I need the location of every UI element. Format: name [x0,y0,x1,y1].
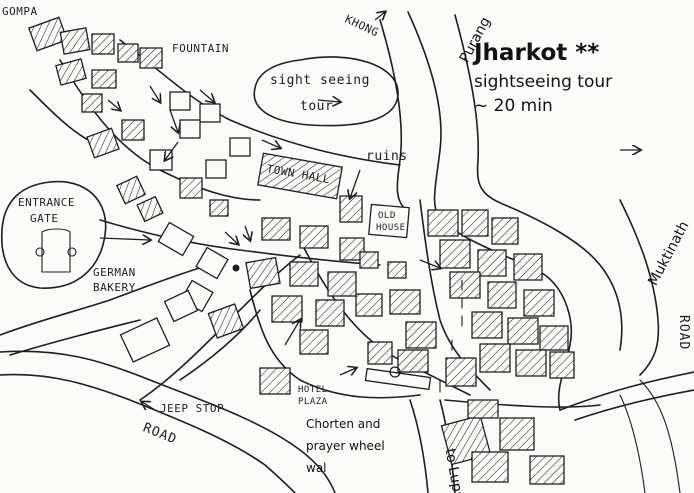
entrance-label-line1: ENTRANCE [18,196,75,209]
hotel-plaza-line2: PLAZA [298,397,328,407]
entrance-gate-circle [0,180,107,289]
german-bakery-line1: GERMAN [93,266,136,279]
subtitle-line1: sightseeing tour [474,72,612,92]
hotel-plaza-line1: HOTEL [298,385,328,395]
path-dashes [439,279,463,393]
chorten-label-line1: Chorten and [306,417,380,431]
map-title: Jharkot ** [472,40,599,66]
sightseeing-bubble [253,56,399,127]
ruins-label: ruins [366,149,408,164]
subtitle-line2: ~ 20 min [474,96,553,116]
entrance-label-line2: GATE [30,212,59,225]
sightseeing-bubble-line1: sight seeing [270,73,370,88]
road-right-label: ROAD [676,315,691,350]
old-house-line2: HOUSE [376,223,406,233]
chorten-label-line2: prayer wheel [306,439,385,453]
river-lines [379,11,694,493]
buildings [28,16,575,485]
german-bakery-marker [232,264,240,272]
tour-arrows [99,12,640,411]
sightseeing-bubble-line2: tour [300,99,333,114]
road-bottom-label: ROAD [141,420,179,447]
gompa-label: GOMPA [2,5,38,18]
old-house-line1: OLD [378,211,396,221]
khong-label: KHONG [343,13,381,40]
muktinath-label: Muktinath [645,219,692,289]
jeep-stop-label: JEEP STOP [160,402,224,415]
chorten-label-line3: wal [306,461,327,475]
roads [0,350,601,493]
fountain-label: FOUNTAIN [172,42,229,55]
german-bakery-line2: BAKERY [93,281,136,294]
